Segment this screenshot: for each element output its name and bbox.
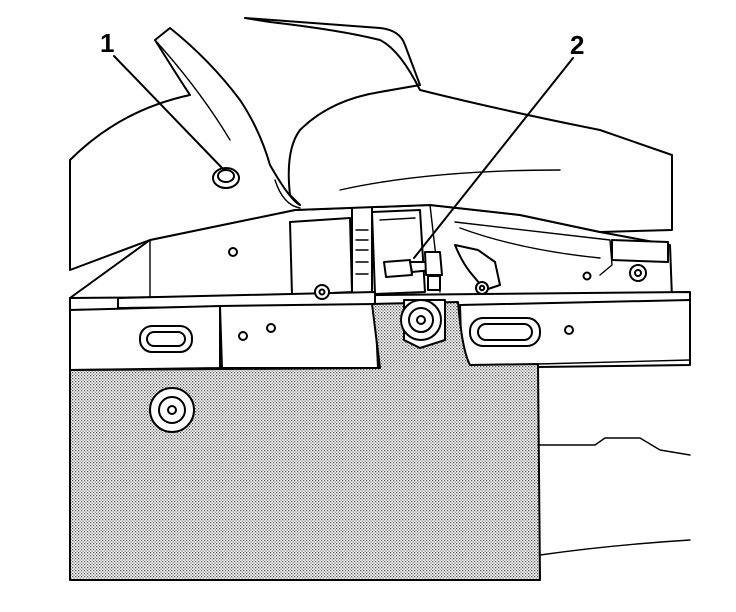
hand: [69, 17, 673, 271]
small-hole: [266, 323, 276, 333]
small-hole: [582, 271, 592, 281]
small-hole: [238, 331, 248, 341]
shaded-fascia-panel: [69, 299, 541, 581]
lower-right-outline: [537, 359, 691, 556]
right-bracket: [454, 239, 669, 291]
small-hole: [564, 325, 574, 335]
callout-1-label: 1: [100, 28, 114, 58]
bolt: [383, 251, 443, 291]
callout-2-leader: [413, 57, 574, 259]
small-hole: [228, 247, 238, 257]
fascia-support: [69, 299, 691, 371]
callout-2-label: 2: [570, 30, 584, 60]
callout-1-leader: [113, 55, 225, 171]
push-pin-retainer: [212, 167, 240, 189]
